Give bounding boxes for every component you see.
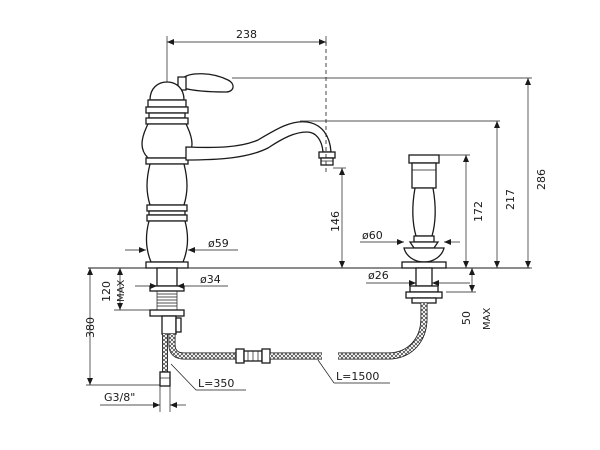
dim-spout-outlet: 146	[329, 167, 346, 268]
dim-base-diameter: ø59	[125, 237, 238, 253]
dim-spray-base-diameter: ø60	[360, 229, 460, 245]
side-spray-head	[401, 154, 447, 269]
dim-spout-height-label: 217	[504, 189, 517, 210]
dim-supply-length-label: 380	[84, 317, 97, 338]
dim-spout-outlet-label: 146	[329, 211, 342, 232]
dim-shank-length-note: MAX	[116, 280, 127, 302]
dim-spray-shank-diameter: ø26	[366, 269, 470, 286]
spray-hose	[168, 303, 428, 364]
dim-spray-shank-diameter-label: ø26	[368, 269, 389, 282]
label-supply-hose: L=350	[170, 363, 246, 391]
dim-shank-diameter-label: ø34	[200, 273, 221, 286]
label-connection-text: G3/8"	[104, 391, 135, 404]
side-spray-shank	[405, 267, 443, 304]
dim-spout-reach-label: 238	[236, 28, 257, 41]
dim-supply-length: 380	[84, 268, 160, 386]
dim-total-height-label: 286	[535, 169, 548, 190]
label-spray-hose: L=1500	[317, 359, 390, 384]
faucet-body	[141, 73, 234, 269]
faucet-spout	[185, 121, 336, 166]
label-connection: G3/8"	[100, 386, 186, 412]
dim-base-diameter-label: ø59	[208, 237, 229, 250]
faucet-shank	[149, 267, 185, 335]
dim-shank-length: 120 MAX	[100, 268, 150, 311]
dim-spray-base-diameter-label: ø60	[362, 229, 383, 242]
dim-deck-thickness-note: MAX	[482, 308, 493, 330]
dim-deck-thickness: 50 MAX	[446, 268, 493, 330]
dim-deck-thickness-label: 50	[460, 311, 473, 325]
dim-spout-reach: 238	[166, 28, 327, 82]
label-spray-hose-text: L=1500	[336, 370, 379, 383]
supply-hose	[159, 334, 171, 387]
dim-spout-height: 217	[300, 120, 517, 268]
dim-shank-diameter: ø34	[135, 273, 228, 289]
label-supply-hose-text: L=350	[198, 377, 234, 390]
dim-spray-height: 172	[439, 154, 485, 268]
dim-shank-length-label: 120	[100, 281, 113, 302]
dim-spray-height-label: 172	[472, 201, 485, 222]
dim-total-height: 286	[232, 77, 548, 269]
